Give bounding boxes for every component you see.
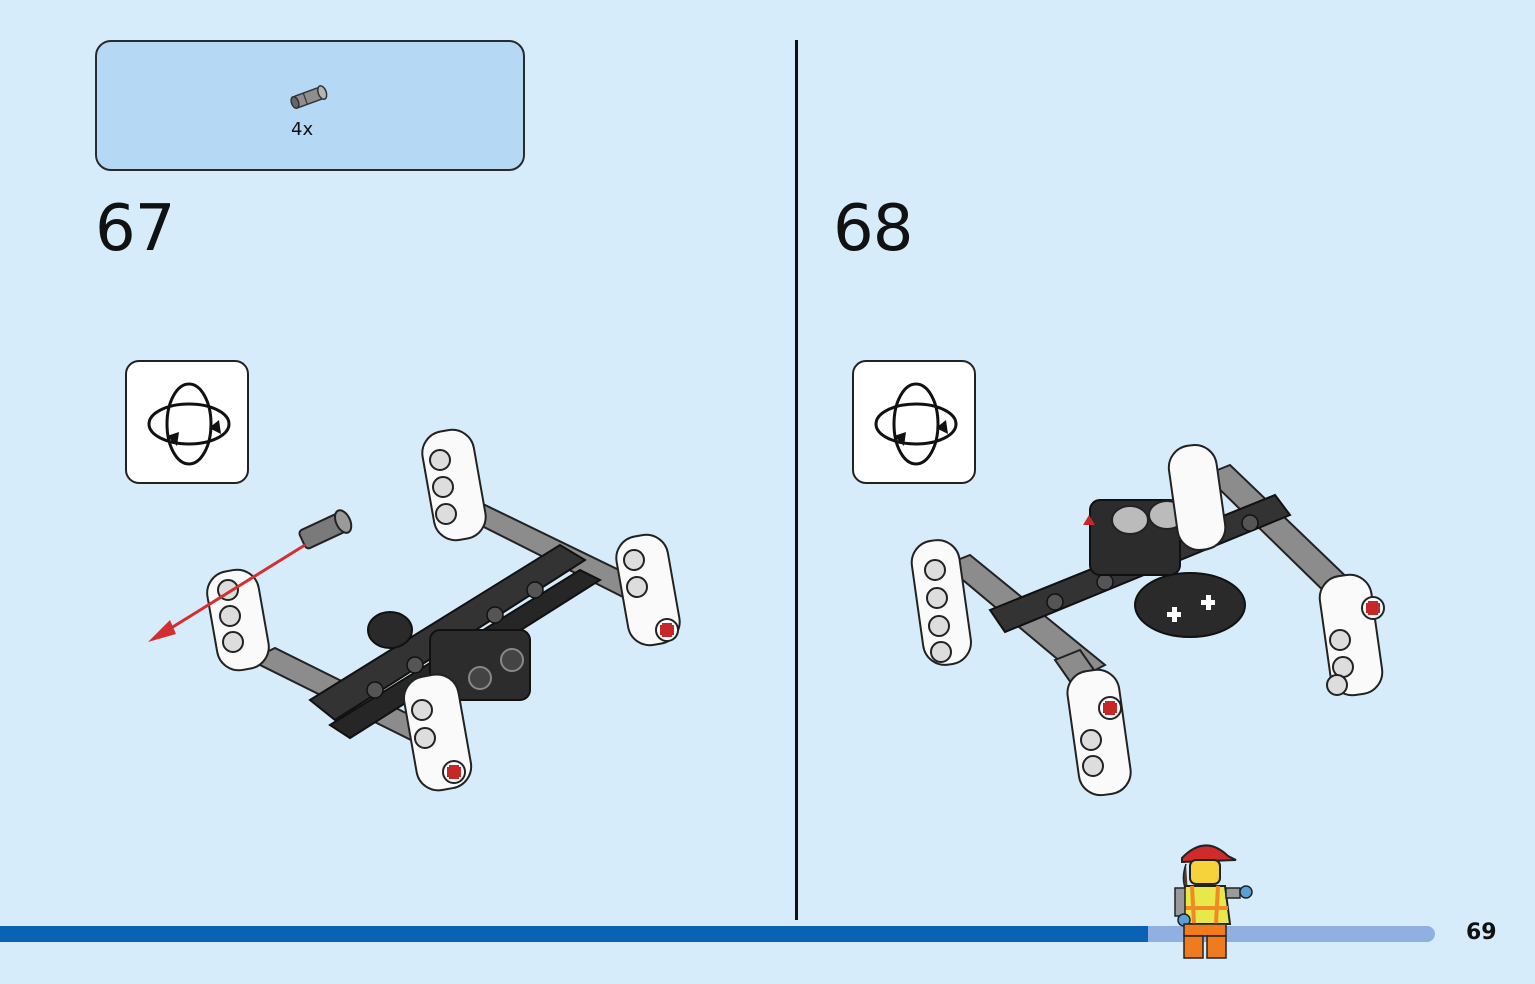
construction-worker-minifig-icon xyxy=(1174,844,1253,959)
step-number-67: 67 xyxy=(95,192,175,266)
page-number: 69 xyxy=(1466,920,1497,945)
part-quantity: 4x xyxy=(291,119,314,140)
step-number-68: 68 xyxy=(833,192,913,266)
step-divider xyxy=(795,40,798,920)
step-67-model-illustration xyxy=(148,428,681,792)
rotate-model-icon xyxy=(874,382,958,466)
rotate-model-callout-68 xyxy=(852,360,976,484)
progress-bar-fill xyxy=(0,926,1148,942)
technic-axle-pin-connector-icon xyxy=(290,85,328,109)
rotate-model-icon xyxy=(147,382,231,466)
parts-callout-box: 4x xyxy=(95,40,525,171)
step-68-model-illustration xyxy=(910,444,1385,797)
progress-bar-track xyxy=(0,926,1435,942)
rotate-model-callout-67 xyxy=(125,360,249,484)
